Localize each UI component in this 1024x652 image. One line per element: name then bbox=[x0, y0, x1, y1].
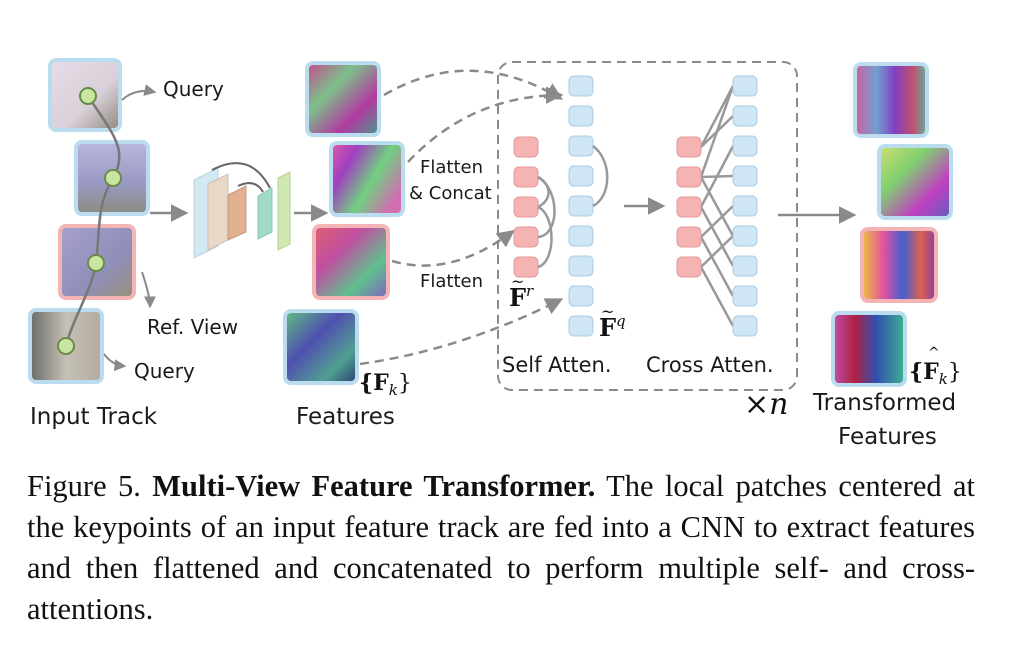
fq-label: Fq bbox=[599, 312, 626, 342]
transformed-4 bbox=[831, 311, 907, 387]
transformed-1 bbox=[853, 62, 929, 138]
keypoint-3 bbox=[87, 254, 105, 272]
self-atten-label: Self Atten. bbox=[502, 353, 612, 377]
transformed-set-label: {Fk} bbox=[909, 359, 962, 388]
transformer-block bbox=[497, 61, 798, 391]
query-label-bottom: Query bbox=[134, 359, 195, 383]
transformed-label-2: Features bbox=[838, 424, 937, 450]
feature-2 bbox=[329, 141, 405, 217]
track-curve bbox=[64, 95, 121, 347]
feature-ref bbox=[312, 224, 390, 300]
keypoint-2 bbox=[104, 169, 122, 187]
keypoint-1 bbox=[79, 87, 97, 105]
figure-diagram: Query Ref. View Query Input Track {Fk} F… bbox=[28, 58, 962, 450]
caption-text: The local patches centered at the keypoi… bbox=[27, 469, 976, 626]
caption-prefix: Figure 5. bbox=[27, 469, 153, 503]
transformed-features-column: {Fk} ^ Transformed Features bbox=[812, 62, 962, 450]
cross-atten-label: Cross Atten. bbox=[646, 353, 774, 377]
feature-4 bbox=[283, 309, 359, 385]
times-n-label: ×n bbox=[744, 387, 788, 422]
keypoint-4 bbox=[57, 337, 75, 355]
features-set-label: {Fk} bbox=[359, 370, 412, 399]
input-track: Query Ref. View Query Input Track bbox=[28, 58, 238, 430]
flatten-concat-label-2: & Concat bbox=[409, 183, 492, 204]
cross-attention-block: Cross Atten. bbox=[646, 75, 774, 377]
transformed-2 bbox=[877, 144, 953, 220]
flatten-label: Flatten bbox=[420, 271, 483, 292]
ref-view-label: Ref. View bbox=[147, 315, 238, 339]
fr-label: Fr bbox=[509, 282, 534, 312]
svg-text:^: ^ bbox=[928, 345, 940, 361]
features-column: {Fk} Features bbox=[283, 61, 412, 430]
self-attention-block: Fr Fq ~ ~ Self Atten. bbox=[502, 75, 626, 377]
feature-1 bbox=[305, 61, 381, 137]
cnn-block bbox=[193, 162, 291, 259]
query-label-top: Query bbox=[163, 77, 224, 101]
svg-text:~: ~ bbox=[601, 302, 614, 321]
transformed-label-1: Transformed bbox=[812, 390, 956, 416]
transformed-ref bbox=[860, 227, 938, 303]
flatten-concat-label-1: Flatten bbox=[420, 157, 483, 178]
input-track-label: Input Track bbox=[30, 404, 158, 430]
figure-caption: Figure 5. Multi-View Feature Transformer… bbox=[27, 466, 975, 630]
caption-title: Multi-View Feature Transformer. bbox=[152, 469, 596, 503]
svg-text:~: ~ bbox=[511, 272, 524, 291]
features-label: Features bbox=[296, 404, 395, 430]
